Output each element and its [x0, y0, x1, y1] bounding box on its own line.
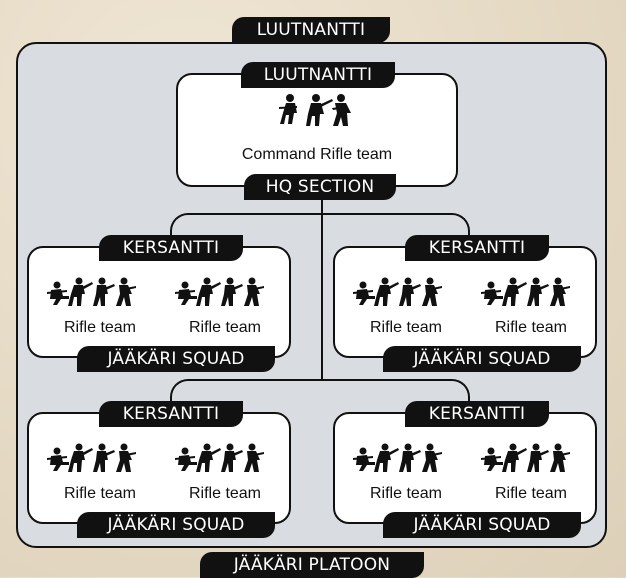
command-team-label: Command Rifle team	[241, 146, 393, 163]
squad-name-banner: JÄÄKÄRI SQUAD	[77, 512, 275, 538]
rifle-team-icon	[353, 441, 451, 475]
command-leader-banner: LUUTNANTTI	[241, 62, 395, 88]
squad-card: KERSANTTI	[333, 235, 597, 372]
rifle-team-icon	[47, 275, 145, 309]
squad-leader-banner: KERSANTTI	[99, 401, 243, 427]
squad-card: KERSANTTI	[333, 401, 597, 538]
squad-name-banner: JÄÄKÄRI SQUAD	[383, 512, 581, 538]
squad-card: KERSANTTI	[27, 235, 291, 372]
hq-section-card: LUUTNANTTI Command Rifle team HQ SECTION	[176, 62, 458, 200]
rifle-team-label: Rifle team	[494, 485, 568, 502]
command-soldiers-icon	[277, 93, 362, 131]
vertical-connector	[321, 186, 323, 379]
rifle-team-icon	[481, 441, 579, 475]
platoon-title: LUUTNANTTI	[232, 17, 390, 43]
squad-leader-banner: KERSANTTI	[99, 235, 243, 261]
rifle-team-icon	[353, 275, 451, 309]
rifle-team-label: Rifle team	[63, 319, 137, 336]
rifle-team-label: Rifle team	[188, 319, 262, 336]
rifle-team-icon	[47, 441, 145, 475]
rifle-team-label: Rifle team	[369, 485, 443, 502]
lower-branch-connector	[170, 379, 470, 412]
rifle-team-icon	[175, 441, 273, 475]
rifle-team-icon	[481, 275, 579, 309]
squad-name-banner: JÄÄKÄRI SQUAD	[77, 346, 275, 372]
squad-leader-banner: KERSANTTI	[405, 401, 549, 427]
rifle-team-label: Rifle team	[494, 319, 568, 336]
rifle-team-label: Rifle team	[188, 485, 262, 502]
squad-name-banner: JÄÄKÄRI SQUAD	[383, 346, 581, 372]
rifle-team-label: Rifle team	[63, 485, 137, 502]
rifle-team-label: Rifle team	[369, 319, 443, 336]
squad-leader-banner: KERSANTTI	[405, 235, 549, 261]
rifle-team-icon	[175, 275, 273, 309]
squad-card: KERSANTTI	[27, 401, 291, 538]
hq-section-banner: HQ SECTION	[244, 174, 396, 200]
platoon-footer: JÄÄKÄRI PLATOON	[200, 552, 424, 578]
upper-branch-connector	[170, 213, 470, 246]
